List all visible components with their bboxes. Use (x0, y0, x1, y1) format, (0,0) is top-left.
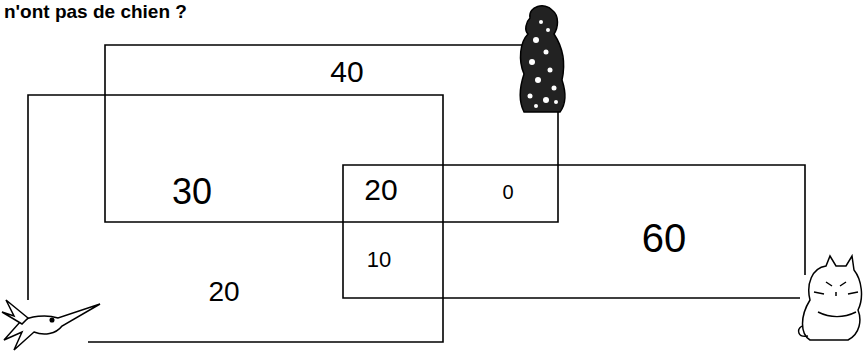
region-count: 20 (208, 278, 239, 306)
region-count: 60 (642, 218, 687, 258)
region-count: 10 (367, 249, 391, 271)
region-count: 0 (502, 182, 513, 202)
set-rectangles (28, 45, 805, 342)
hummingbird-icon (2, 300, 100, 350)
dog-icon (520, 6, 565, 112)
region-count: 40 (330, 57, 363, 87)
cat-set-rectangle (343, 165, 805, 298)
question-heading: n'ont pas de chien ? (4, 2, 187, 21)
dog-set-rectangle (105, 45, 558, 222)
region-count: 20 (364, 175, 397, 205)
cat-icon (799, 256, 862, 340)
bird-set-rectangle (28, 95, 443, 342)
region-count: 30 (172, 174, 212, 210)
